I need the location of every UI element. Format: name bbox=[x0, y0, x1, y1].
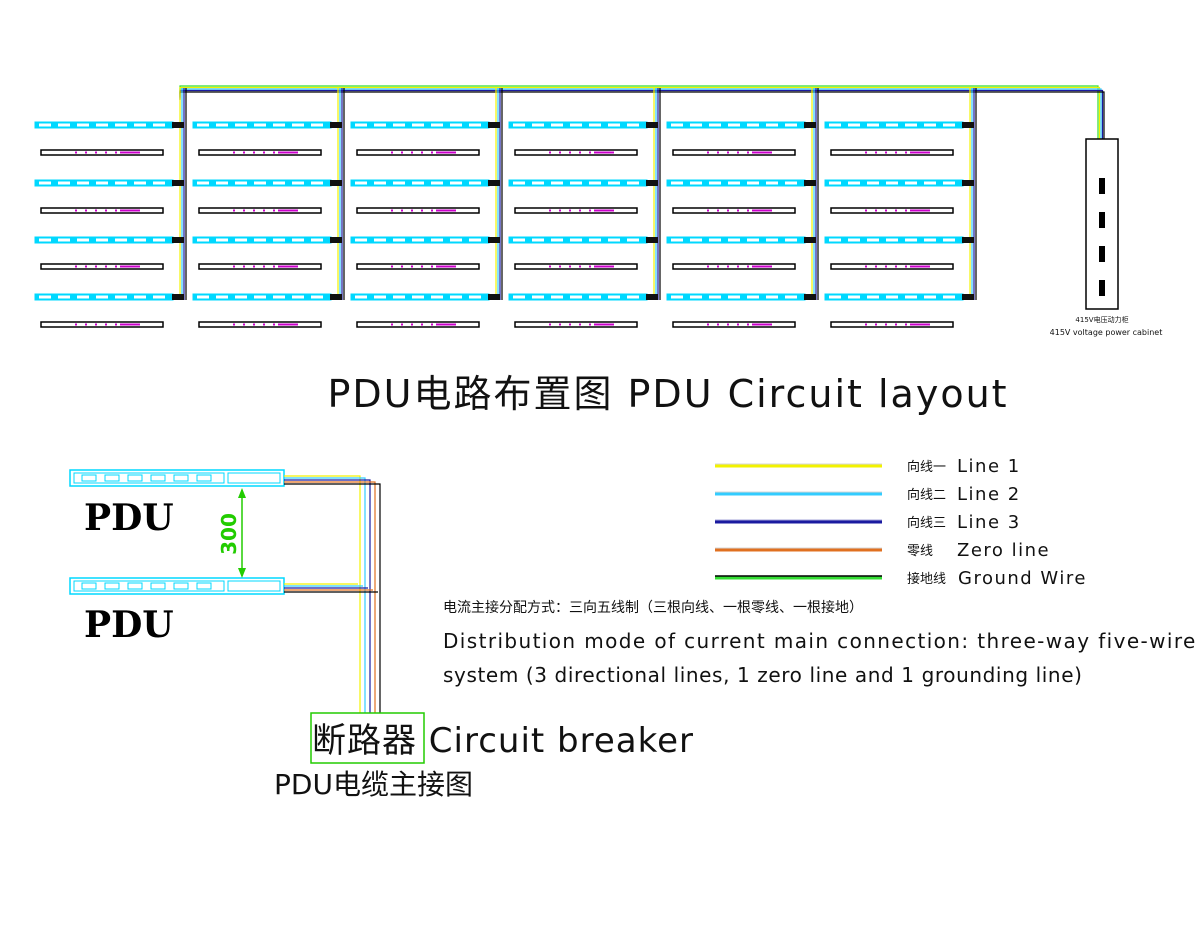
legend-item-en: Line 2 bbox=[957, 484, 1021, 505]
outlet-strip bbox=[198, 263, 322, 270]
main-feeder-bundle bbox=[179, 85, 1105, 139]
outlet-strip bbox=[40, 321, 164, 328]
outlet-strip bbox=[198, 207, 322, 214]
outlet-strip bbox=[198, 149, 322, 156]
legend-item-cn: 向线一 bbox=[907, 459, 946, 475]
pdu-strip bbox=[508, 179, 658, 187]
outlet-strip bbox=[830, 263, 954, 270]
pdu-strip bbox=[824, 293, 974, 301]
wire-legend: 向线一 Line 1 向线二 Line 2 向线三 Line 3 零线 Zero line 接地… bbox=[715, 456, 1087, 589]
outlet-strip bbox=[830, 207, 954, 214]
pdu-strip bbox=[824, 121, 974, 129]
pdu-strip bbox=[350, 121, 500, 129]
outlet-strip bbox=[356, 263, 480, 270]
pdu-column bbox=[508, 88, 661, 328]
pdu-unit-top bbox=[69, 469, 285, 487]
legend-item-cn: 接地线 bbox=[907, 571, 946, 587]
pdu-column bbox=[34, 88, 187, 328]
legend-item-en: Zero line bbox=[957, 540, 1050, 561]
breaker-label: 断路器 Circuit breaker bbox=[312, 721, 694, 761]
pdu-strip bbox=[192, 236, 342, 244]
outlet-strip bbox=[672, 263, 796, 270]
pdu-strip bbox=[192, 179, 342, 187]
pdu-strip bbox=[824, 179, 974, 187]
note-en-line2: system (3 directional lines, 1 zero line… bbox=[443, 663, 1083, 687]
pdu-column bbox=[666, 88, 819, 328]
legend-item-en: Line 1 bbox=[957, 456, 1021, 477]
distribution-notes: 电流主接分配方式：三向五线制（三根向线、一根零线、一根接地） Distribut… bbox=[443, 599, 1197, 687]
outlet-strip bbox=[356, 321, 480, 328]
legend-item: 向线二 Line 2 bbox=[715, 484, 1021, 505]
wiring-title: PDU电缆主接图 bbox=[274, 768, 473, 801]
circuit-breaker: 断路器 Circuit breaker bbox=[310, 712, 694, 764]
pdu-grid bbox=[34, 88, 977, 328]
pdu-strip bbox=[666, 179, 816, 187]
pdu-strip bbox=[350, 293, 500, 301]
pdu-column bbox=[824, 88, 977, 328]
pdu-strip bbox=[508, 236, 658, 244]
outlet-strip bbox=[40, 207, 164, 214]
legend-item-en: Line 3 bbox=[957, 512, 1021, 533]
note-cn: 电流主接分配方式：三向五线制（三根向线、一根零线、一根接地） bbox=[443, 599, 863, 616]
outlet-strip bbox=[672, 321, 796, 328]
outlet-strip bbox=[356, 207, 480, 214]
pdu-strip bbox=[192, 121, 342, 129]
pdu-strip bbox=[350, 179, 500, 187]
outlet-strip bbox=[830, 321, 954, 328]
outlet-strip bbox=[514, 263, 638, 270]
pdu-label-bottom: PDU bbox=[84, 604, 174, 646]
legend-item-cn: 零线 bbox=[907, 544, 933, 559]
note-en-line1: Distribution mode of current main connec… bbox=[443, 629, 1197, 653]
outlet-strip bbox=[40, 149, 164, 156]
pdu-strip bbox=[508, 121, 658, 129]
pdu-unit-bottom bbox=[69, 577, 285, 595]
pdu-strip bbox=[508, 293, 658, 301]
pdu-strip bbox=[34, 293, 184, 301]
outlet-strip bbox=[40, 263, 164, 270]
legend-item: 零线 Zero line bbox=[715, 540, 1050, 561]
outlet-strip bbox=[356, 149, 480, 156]
pdu-strip bbox=[666, 121, 816, 129]
pdu-strip bbox=[34, 121, 184, 129]
pdu-cable-bundle bbox=[284, 475, 381, 713]
pdu-column bbox=[192, 88, 345, 328]
power-cabinet: 415V电压动力柜 415V voltage power cabinet bbox=[1050, 138, 1163, 337]
pdu-strip bbox=[192, 293, 342, 301]
outlet-strip bbox=[672, 149, 796, 156]
legend-item-cn: 向线二 bbox=[907, 487, 946, 503]
spacing-dimension: 300 bbox=[217, 488, 246, 578]
pdu-strip bbox=[34, 236, 184, 244]
pdu-column bbox=[350, 88, 503, 328]
outlet-strip bbox=[830, 149, 954, 156]
legend-item: 接地线 Ground Wire bbox=[715, 568, 1087, 589]
legend-item-cn: 向线三 bbox=[907, 515, 946, 531]
pdu-label-top: PDU bbox=[84, 497, 174, 539]
legend-item: 向线三 Line 3 bbox=[715, 512, 1021, 533]
layout-title: PDU电路布置图 PDU Circuit layout bbox=[327, 372, 1008, 416]
pdu-strip bbox=[666, 293, 816, 301]
pdu-strip bbox=[666, 236, 816, 244]
spacing-dimension-value: 300 bbox=[217, 513, 241, 555]
legend-item-en: Ground Wire bbox=[958, 568, 1087, 589]
cabinet-label-en: 415V voltage power cabinet bbox=[1050, 328, 1163, 337]
pdu-strip bbox=[34, 179, 184, 187]
outlet-strip bbox=[672, 207, 796, 214]
legend-item: 向线一 Line 1 bbox=[715, 456, 1021, 477]
pdu-strip bbox=[824, 236, 974, 244]
cabinet-label-cn: 415V电压动力柜 bbox=[1075, 315, 1128, 324]
outlet-strip bbox=[514, 321, 638, 328]
outlet-strip bbox=[514, 149, 638, 156]
pdu-strip bbox=[350, 236, 500, 244]
outlet-strip bbox=[198, 321, 322, 328]
pdu-cable-wiring: 300 PDU PDU 断路器 Circuit breaker PDU电缆主接图 bbox=[69, 469, 694, 801]
outlet-strip bbox=[514, 207, 638, 214]
pdu-circuit-layout: 415V电压动力柜 415V voltage power cabinet PDU… bbox=[34, 85, 1163, 416]
